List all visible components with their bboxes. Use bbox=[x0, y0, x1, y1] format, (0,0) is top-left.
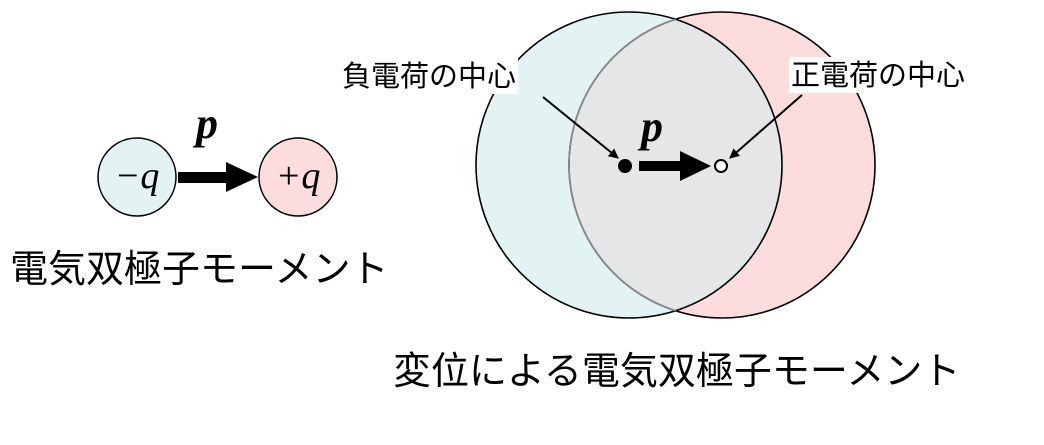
negative-charge-label: −q bbox=[114, 155, 160, 197]
positive-center-dot bbox=[714, 159, 728, 173]
negative-center-dot bbox=[618, 159, 632, 173]
positive-charge-circle bbox=[258, 137, 338, 217]
negative-center-label: 負電荷の中心 bbox=[340, 58, 519, 94]
negative-charge-circle bbox=[97, 137, 177, 217]
dipole-arrow-icon bbox=[639, 151, 711, 181]
displacement-dipole-caption: 変位による電気双極子モーメント bbox=[393, 349, 961, 393]
displacement-dipole bbox=[475, 11, 876, 319]
simple-dipole-caption: 電気双極子モーメント bbox=[10, 247, 389, 291]
positive-charge-label: +q bbox=[275, 155, 321, 197]
neg-center-pointer bbox=[542, 96, 619, 159]
displacement-moment-symbol: p bbox=[641, 102, 663, 151]
simple-dipole bbox=[97, 137, 338, 217]
dipole-arrow-icon bbox=[178, 162, 258, 192]
pos-center-pointer bbox=[729, 94, 803, 159]
positive-center-label: 正電荷の中心 bbox=[789, 57, 968, 93]
dipole-moment-symbol: p bbox=[196, 99, 218, 148]
